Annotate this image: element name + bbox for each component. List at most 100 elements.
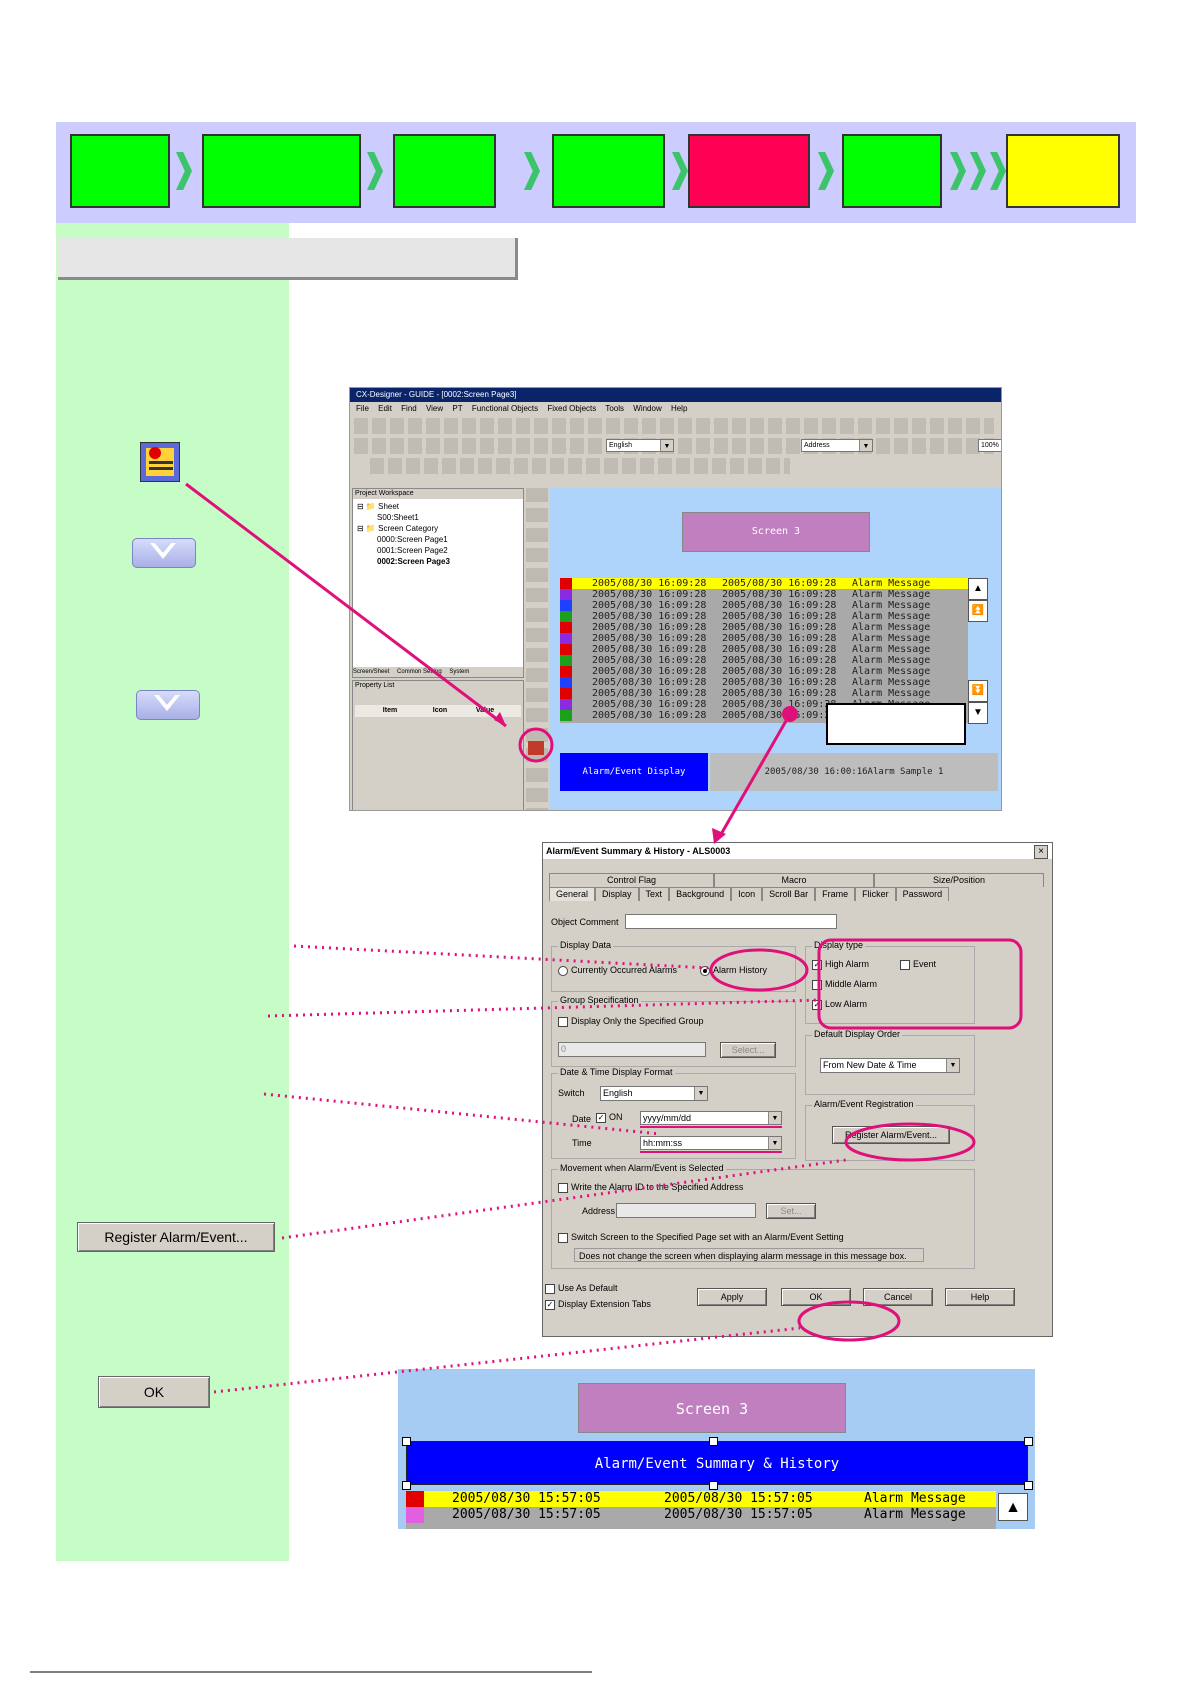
cancel-button[interactable]: Cancel	[863, 1288, 933, 1306]
date-on-checkbox[interactable]: ✓ON	[596, 1112, 623, 1123]
scroll-down-button[interactable]: ▼	[968, 702, 988, 724]
tab-display[interactable]: Display	[595, 887, 639, 901]
help-button[interactable]: Help	[945, 1288, 1015, 1306]
alarm-row-color	[560, 677, 572, 688]
tab-password[interactable]: Password	[895, 887, 950, 901]
arrowhead	[494, 712, 506, 726]
alarm-row-message: Alarm Message	[852, 644, 931, 655]
selection-handle[interactable]	[1024, 1481, 1033, 1490]
radio-current-alarms[interactable]: Currently Occurred Alarms	[558, 965, 677, 976]
tab-scroll-bar[interactable]: Scroll Bar	[762, 887, 816, 901]
menu-pt[interactable]: PT	[452, 404, 463, 413]
tab-control-flag[interactable]: Control Flag	[549, 873, 714, 887]
object-comment-input[interactable]	[625, 914, 837, 929]
alarm-row-date: 2005/08/30 16:09:28	[592, 699, 707, 710]
menu-window[interactable]: Window	[633, 404, 662, 413]
tree-item-screen-page2[interactable]: 0001:Screen Page2	[377, 546, 448, 555]
select-button[interactable]: Select...	[720, 1042, 776, 1058]
menu-file[interactable]: File	[356, 404, 369, 413]
dotted-leader	[263, 1092, 661, 1136]
highlight-ring	[844, 1122, 976, 1162]
page-up-button[interactable]: ⏫	[968, 600, 988, 622]
menu-tools[interactable]: Tools	[605, 404, 625, 413]
menu-functional-objects[interactable]: Functional Objects	[471, 404, 539, 413]
tab-flicker[interactable]: Flicker	[855, 887, 896, 901]
tab-frame[interactable]: Frame	[815, 887, 856, 901]
menu-edit[interactable]: Edit	[378, 404, 392, 413]
zoom-combo[interactable]: 100%	[978, 439, 1001, 452]
event-checkbox[interactable]: Event	[900, 959, 936, 970]
alarm-row-date: 2005/08/30 16:09:28	[722, 600, 837, 611]
tab-screen-sheet[interactable]: Screen/Sheet	[353, 669, 390, 675]
menu-help[interactable]: Help	[670, 404, 688, 413]
tree-item-sheet[interactable]: ⊟ 📁 Sheet	[357, 502, 400, 511]
preview-screen-3-button[interactable]: Screen 3	[578, 1383, 846, 1433]
display-extension-tabs-checkbox[interactable]: ✓Display Extension Tabs	[545, 1299, 651, 1310]
alarm-row-date: 2005/08/30 16:09:28	[722, 688, 837, 699]
scroll-up-button[interactable]: ▲	[968, 578, 988, 600]
selection-handle[interactable]	[709, 1481, 718, 1490]
selection-handle[interactable]	[709, 1437, 718, 1446]
tab-general[interactable]: General	[549, 887, 596, 901]
workspace-title: Project Workspace	[353, 489, 523, 499]
selection-handle[interactable]	[402, 1437, 411, 1446]
alarm-row-date: 2005/08/30 16:09:28	[722, 578, 837, 589]
menu-view[interactable]: View	[425, 404, 444, 413]
address-combo[interactable]: Address▼	[801, 439, 873, 452]
date-time-format-group: Date & Time Display Format Switch Englis…	[551, 1067, 796, 1159]
tree-item-sheet1[interactable]: S00:Sheet1	[377, 513, 419, 522]
alarm-row-message: Alarm Message	[852, 633, 931, 644]
tree-item-screen-page3[interactable]: 0002:Screen Page3	[377, 557, 450, 566]
preview-alarm-list[interactable]: 2005/08/30 15:57:05 2005/08/30 15:57:05 …	[406, 1491, 996, 1529]
set-button[interactable]: Set...	[766, 1203, 816, 1219]
close-icon[interactable]: ×	[1034, 845, 1048, 859]
time-format-combo[interactable]: hh:mm:ss▼	[640, 1136, 782, 1150]
tab-size-position[interactable]: Size/Position	[874, 873, 1044, 887]
menu-find[interactable]: Find	[401, 404, 417, 413]
selection-handle[interactable]	[402, 1481, 411, 1490]
apply-button[interactable]: Apply	[697, 1288, 767, 1306]
tab-icon[interactable]: Icon	[731, 887, 763, 901]
alarm-event-display-label[interactable]: Alarm/Event Display	[560, 753, 708, 791]
tab-system[interactable]: System	[449, 669, 470, 675]
switch-screen-checkbox[interactable]: Switch Screen to the Specified Page set …	[558, 1232, 844, 1243]
alarm-row-color	[560, 600, 572, 611]
ok-button[interactable]: OK	[98, 1376, 210, 1408]
display-only-group-checkbox[interactable]: Display Only the Specified Group	[558, 1016, 704, 1027]
screen-3-button[interactable]: Screen 3	[682, 512, 870, 552]
tab-common-setting[interactable]: Common Setting	[397, 669, 442, 675]
preview-scroll-up-button[interactable]: ▲	[998, 1493, 1028, 1521]
alarm-event-tool-icon[interactable]	[140, 442, 180, 482]
tree-item-screen-page1[interactable]: 0000:Screen Page1	[377, 535, 448, 544]
tree-item-screen-category[interactable]: ⊟ 📁 Screen Category	[357, 524, 439, 533]
preview-row: 2005/08/30 15:57:05 2005/08/30 15:57:05 …	[406, 1491, 996, 1507]
tab-background[interactable]: Background	[669, 887, 732, 901]
alarm-row-color	[560, 666, 572, 677]
alarm-event-tool-button[interactable]	[528, 741, 544, 755]
low-alarm-checkbox[interactable]: ✓Low Alarm	[812, 999, 868, 1010]
switch-combo[interactable]: English▼	[600, 1086, 708, 1101]
middle-alarm-checkbox[interactable]: Middle Alarm	[812, 979, 877, 990]
menu-fixed-objects[interactable]: Fixed Objects	[547, 404, 597, 413]
tab-text[interactable]: Text	[638, 887, 670, 901]
use-as-default-checkbox[interactable]: Use As Default	[545, 1283, 618, 1294]
register-alarm-event-button[interactable]: Register Alarm/Event...	[77, 1222, 275, 1252]
default-order-combo[interactable]: From New Date & Time▼	[820, 1058, 960, 1073]
info-text-box: Does not change the screen when displayi…	[574, 1248, 924, 1262]
language-combo[interactable]: English▼	[606, 439, 674, 452]
group-input[interactable]: 0	[558, 1042, 706, 1057]
highlight-ring	[518, 727, 554, 763]
radio-alarm-history[interactable]: Alarm History	[700, 965, 767, 976]
flow-step-1	[70, 134, 170, 208]
address-input[interactable]	[616, 1203, 756, 1218]
page-down-button[interactable]: ⏬	[968, 680, 988, 702]
date-format-combo[interactable]: yyyy/mm/dd▼	[640, 1111, 782, 1125]
selection-handle[interactable]	[1024, 1437, 1033, 1446]
high-alarm-checkbox[interactable]: ✓High Alarm	[812, 959, 870, 970]
alarm-row-message: Alarm Message	[852, 589, 931, 600]
section-title-bar	[58, 238, 518, 280]
tab-macro[interactable]: Macro	[714, 873, 874, 887]
